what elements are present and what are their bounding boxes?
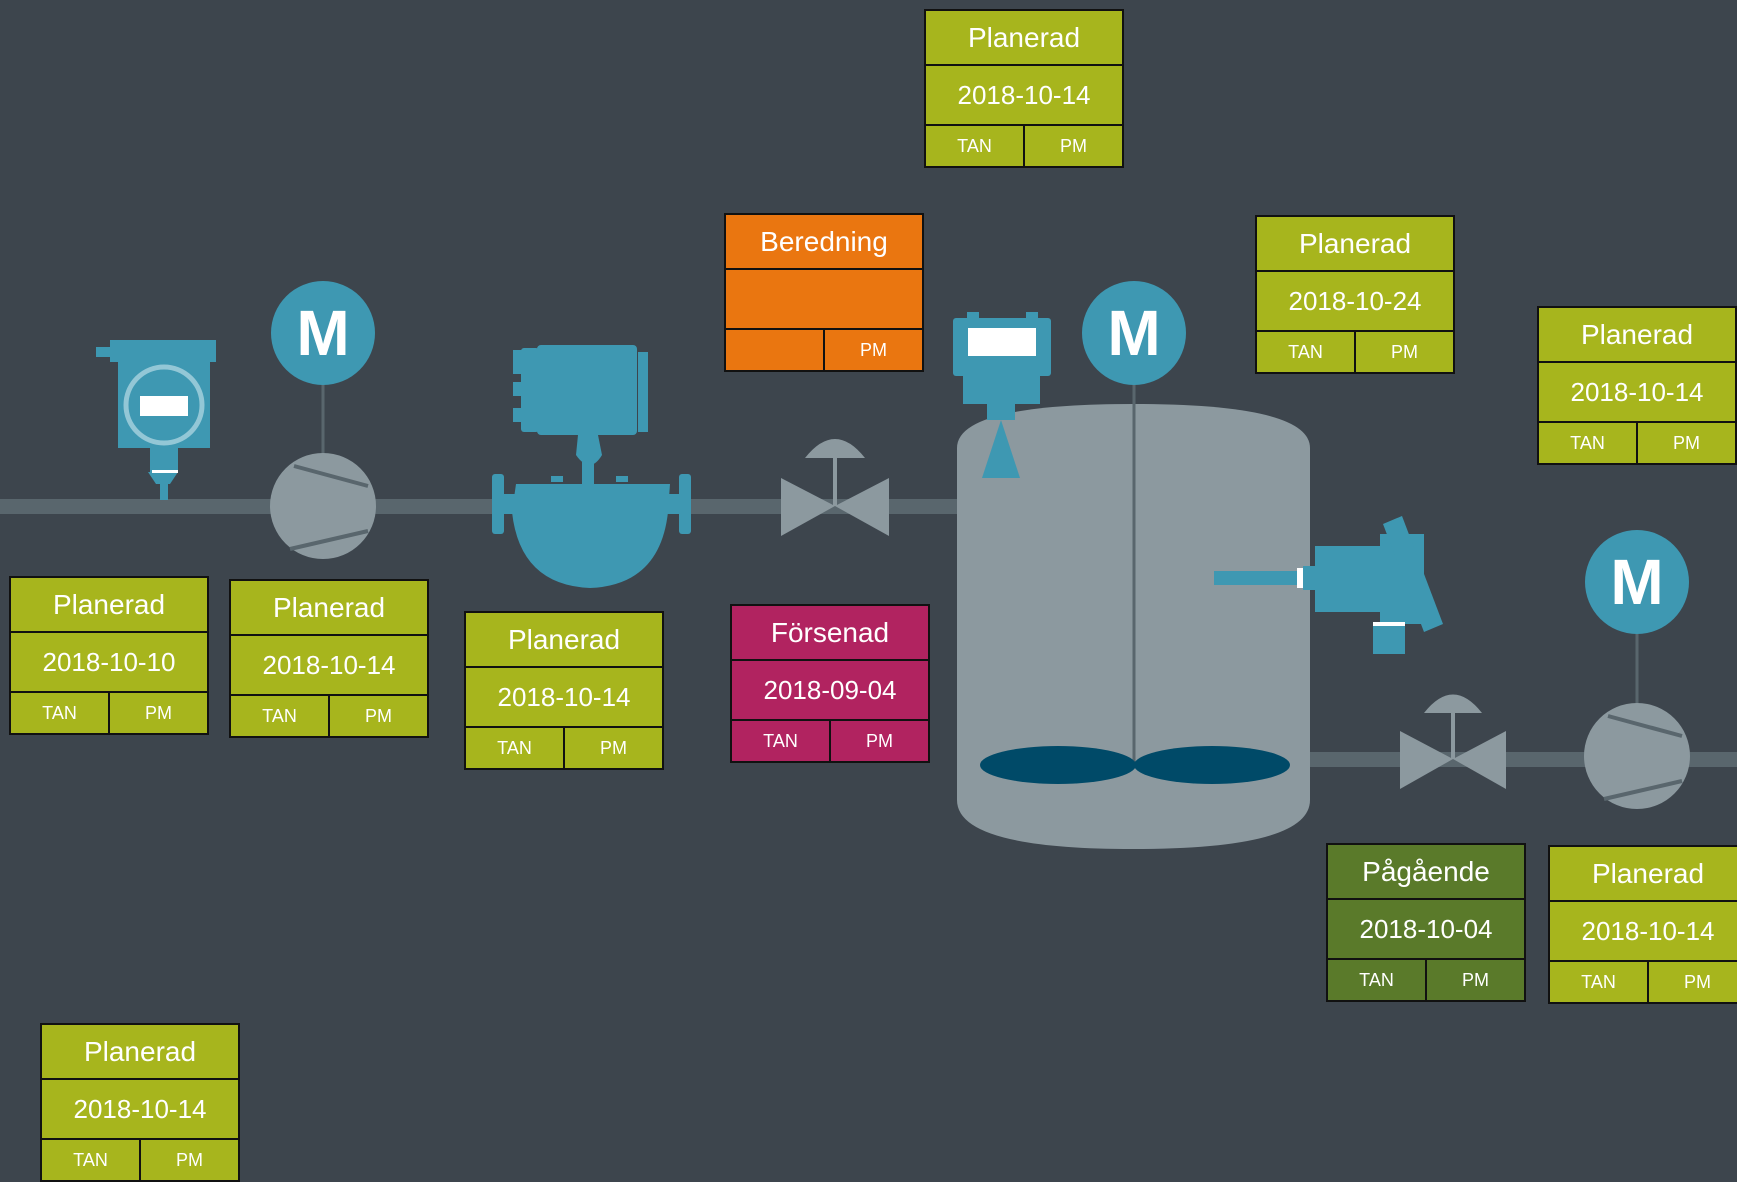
- date-label: 2018-10-10: [11, 633, 207, 693]
- pipe-left: [0, 499, 960, 514]
- status-card-bottom-left[interactable]: Planerad 2018-10-14 TAN PM: [40, 1023, 240, 1182]
- valve-icon[interactable]: [1400, 694, 1506, 790]
- status-card-left-2[interactable]: Planerad 2018-10-14 TAN PM: [229, 579, 429, 738]
- status-card-forsenad[interactable]: Försenad 2018-09-04 TAN PM: [730, 604, 930, 763]
- flowmeter-icon[interactable]: [492, 345, 691, 588]
- tan-tag[interactable]: [726, 330, 823, 370]
- status-card-pagaende[interactable]: Pågående 2018-10-04 TAN PM: [1326, 843, 1526, 1002]
- motor-pump-icon[interactable]: M: [270, 281, 376, 559]
- pm-tag[interactable]: PM: [108, 693, 207, 733]
- status-label: Planerad: [1539, 308, 1735, 363]
- motor-letter: M: [1107, 297, 1160, 369]
- status-label: Planerad: [11, 578, 207, 633]
- tan-tag[interactable]: TAN: [73, 1149, 108, 1170]
- tan-tag[interactable]: TAN: [1581, 971, 1616, 992]
- status-label: Planerad: [466, 613, 662, 668]
- impeller-blade: [980, 746, 1136, 784]
- date-label: 2018-10-14: [231, 636, 427, 696]
- tan-tag[interactable]: TAN: [42, 702, 77, 723]
- tan-tag[interactable]: TAN: [1359, 969, 1394, 990]
- radar-level-transmitter-icon[interactable]: [953, 312, 1051, 478]
- date-label: 2018-10-14: [926, 66, 1122, 126]
- pm-tag[interactable]: PM: [563, 728, 662, 768]
- tan-tag[interactable]: TAN: [763, 730, 798, 751]
- status-card-upper-right[interactable]: Planerad 2018-10-24 TAN PM: [1255, 215, 1455, 374]
- pm-tag[interactable]: PM: [823, 330, 922, 370]
- tan-tag[interactable]: TAN: [497, 737, 532, 758]
- temperature-sensor-icon[interactable]: [1214, 516, 1443, 654]
- motor-pump-icon[interactable]: M: [1584, 530, 1690, 809]
- pressure-transmitter-icon[interactable]: [96, 340, 216, 500]
- pm-tag[interactable]: PM: [1636, 423, 1735, 463]
- tan-tag[interactable]: TAN: [957, 135, 992, 156]
- status-label: Planerad: [1257, 217, 1453, 272]
- pm-tag[interactable]: PM: [139, 1140, 238, 1180]
- date-label: 2018-10-14: [466, 668, 662, 728]
- status-card-left-1[interactable]: Planerad 2018-10-10 TAN PM: [9, 576, 209, 735]
- tan-tag[interactable]: TAN: [262, 705, 297, 726]
- status-card-top-center[interactable]: Planerad 2018-10-14 TAN PM: [924, 9, 1124, 168]
- date-label: [726, 270, 922, 330]
- date-label: 2018-10-14: [42, 1080, 238, 1140]
- tank[interactable]: [957, 380, 1310, 849]
- status-label: Planerad: [926, 11, 1122, 66]
- status-label: Pågående: [1328, 845, 1524, 900]
- status-label: Planerad: [1550, 847, 1737, 902]
- motor-letter: M: [1610, 546, 1663, 618]
- status-label: Försenad: [732, 606, 928, 661]
- tan-tag[interactable]: TAN: [1288, 341, 1323, 362]
- date-label: 2018-10-24: [1257, 272, 1453, 332]
- date-label: 2018-09-04: [732, 661, 928, 721]
- pm-tag[interactable]: PM: [1425, 960, 1524, 1000]
- date-label: 2018-10-04: [1328, 900, 1524, 960]
- tan-tag[interactable]: TAN: [1570, 432, 1605, 453]
- pm-tag[interactable]: PM: [1647, 962, 1737, 1002]
- status-label: Beredning: [726, 215, 922, 270]
- date-label: 2018-10-14: [1550, 902, 1737, 962]
- pm-tag[interactable]: PM: [1354, 332, 1453, 372]
- pm-tag[interactable]: PM: [1023, 126, 1122, 166]
- pm-tag[interactable]: PM: [328, 696, 427, 736]
- status-label: Planerad: [231, 581, 427, 636]
- valve-icon[interactable]: [781, 439, 889, 536]
- date-label: 2018-10-14: [1539, 363, 1735, 423]
- pm-tag[interactable]: PM: [829, 721, 928, 761]
- impeller-blade: [1134, 746, 1290, 784]
- status-card-far-right[interactable]: Planerad 2018-10-14 TAN PM: [1537, 306, 1737, 465]
- motor-letter: M: [296, 297, 349, 369]
- status-card-beredning[interactable]: Beredning PM: [724, 213, 924, 372]
- status-card-lower-right[interactable]: Planerad 2018-10-14 TAN PM: [1548, 845, 1737, 1004]
- agitator-motor-icon[interactable]: M: [1082, 281, 1186, 385]
- status-label: Planerad: [42, 1025, 238, 1080]
- status-card-flowmeter[interactable]: Planerad 2018-10-14 TAN PM: [464, 611, 664, 770]
